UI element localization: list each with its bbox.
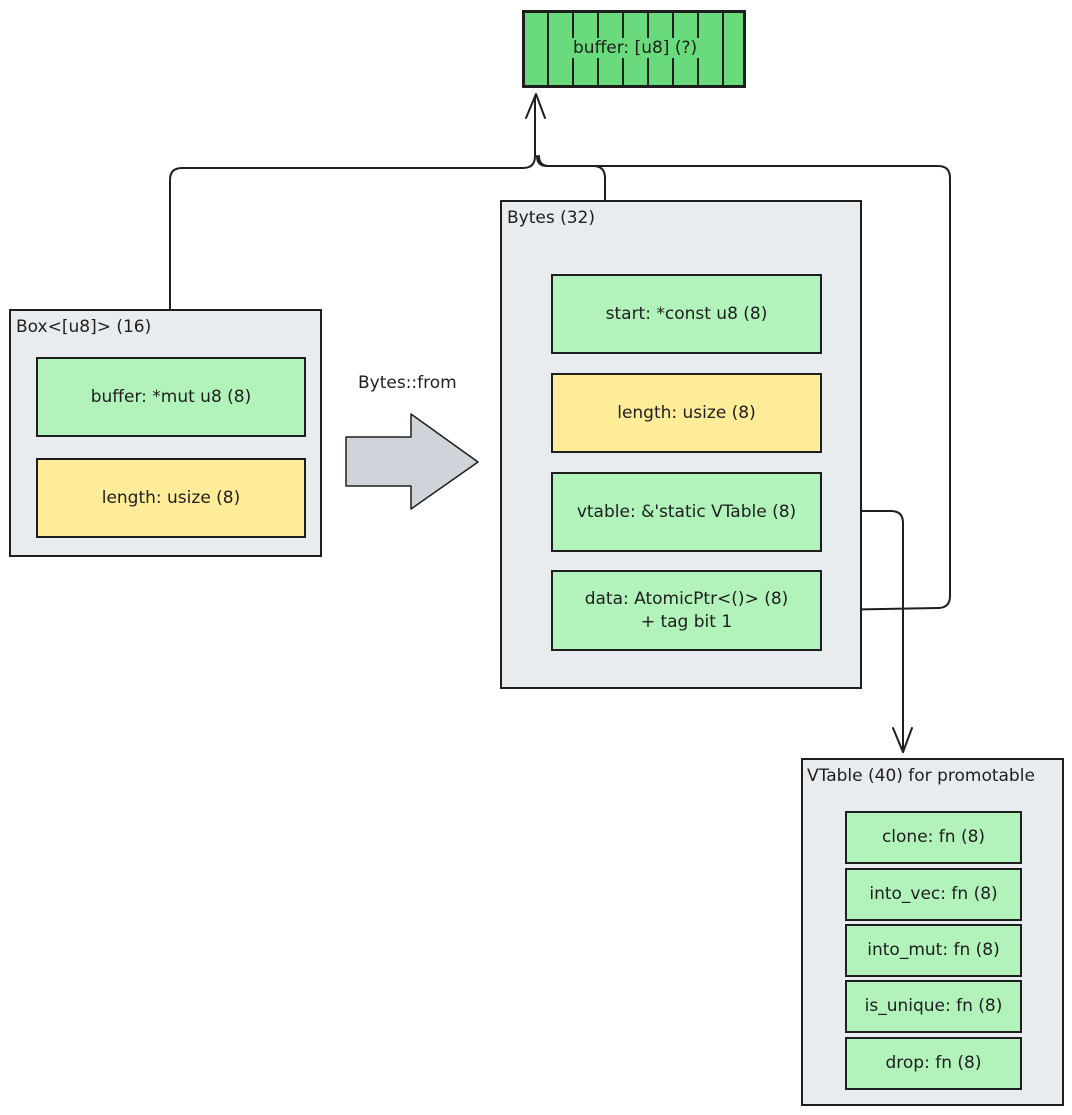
bytes-data-field: data: AtomicPtr<()> (8) + tag bit 1 (551, 570, 822, 651)
box-buffer-field: buffer: *mut u8 (8) (36, 357, 306, 437)
bytes-start-field: start: *const u8 (8) (551, 274, 822, 354)
vtable-into-mut-field: into_mut: fn (8) (845, 924, 1022, 977)
bytes-struct-title: Bytes (32) (507, 208, 596, 228)
vtable-into-vec-field: into_vec: fn (8) (845, 868, 1022, 921)
box-length-field: length: usize (8) (36, 458, 306, 538)
bytes-vtable-field: vtable: &'static VTable (8) (551, 472, 822, 552)
vtable-clone-field: clone: fn (8) (845, 811, 1022, 864)
vtable-struct-title: VTable (40) for promotable (807, 766, 1035, 786)
vtable-drop-field: drop: fn (8) (845, 1037, 1022, 1090)
buffer-label: buffer: [u8] (?) (569, 38, 702, 58)
conversion-arrow-icon (345, 413, 479, 510)
vtable-arrowhead-icon (892, 727, 913, 753)
box-struct-title: Box<[u8]> (16) (16, 317, 152, 337)
buffer-cell-divider (547, 13, 549, 85)
heap-buffer: buffer: [u8] (?) (522, 10, 746, 88)
bytes-struct: Bytes (32) start: *const u8 (8) length: … (500, 200, 862, 689)
conversion-label: Bytes::from (358, 373, 457, 393)
buffer-cell-divider (722, 13, 724, 85)
box-struct: Box<[u8]> (16) buffer: *mut u8 (8) lengt… (9, 309, 322, 557)
vtable-is-unique-field: is_unique: fn (8) (845, 980, 1022, 1033)
buffer-arrowhead-icon (525, 93, 546, 119)
vtable-struct: VTable (40) for promotable clone: fn (8)… (801, 758, 1064, 1106)
bytes-length-field: length: usize (8) (551, 373, 822, 453)
